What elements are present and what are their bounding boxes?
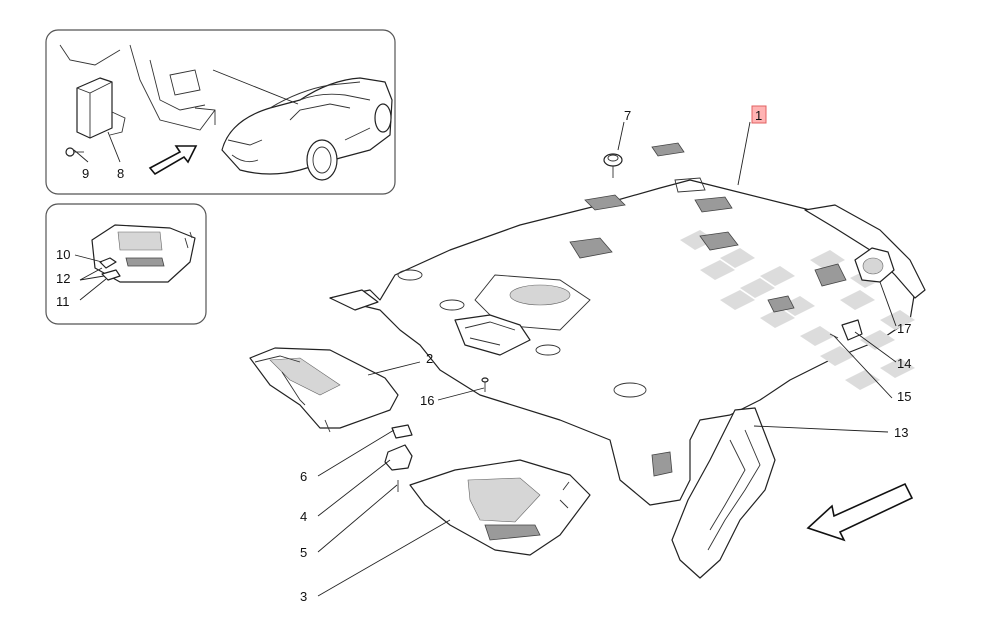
callout-3: 3 xyxy=(300,589,307,604)
headliner-shading xyxy=(680,230,915,390)
inset-direction-arrow xyxy=(148,145,198,176)
screw-16 xyxy=(481,377,489,392)
interior-light-17 xyxy=(854,247,895,283)
direction-arrow xyxy=(806,482,914,542)
pad-c xyxy=(569,237,613,259)
callout-17: 17 xyxy=(897,321,911,336)
callout-11: 11 xyxy=(56,294,70,309)
callout-8: 8 xyxy=(117,166,124,181)
sun-visor-3 xyxy=(409,459,591,556)
inset-car-control-unit: 9 8 xyxy=(45,29,396,195)
pad-a xyxy=(584,194,626,211)
pad-d xyxy=(699,231,739,251)
callout-10: 10 xyxy=(56,247,70,262)
callout-7: 7 xyxy=(624,108,631,123)
callout-16: 16 xyxy=(420,393,434,408)
callout-14: 14 xyxy=(897,356,911,371)
visor-hinge-4 xyxy=(384,444,413,471)
sun-visor-2 xyxy=(249,347,399,433)
callout-15: 15 xyxy=(897,389,911,404)
car-illustration xyxy=(221,77,393,181)
pad-g xyxy=(651,451,673,477)
console-opening xyxy=(454,274,591,356)
rear-trim-strip xyxy=(804,204,926,299)
callout-9: 9 xyxy=(82,166,89,181)
clip-7 xyxy=(603,153,623,178)
inset-visor-detail: 10 12 11 xyxy=(45,203,207,325)
pad-e xyxy=(814,263,847,287)
side-trim-panel-13 xyxy=(671,407,776,579)
hinge-cover-6 xyxy=(391,424,413,439)
control-unit-module xyxy=(76,77,126,139)
highlight-box-1 xyxy=(751,105,767,124)
leader-lines xyxy=(317,121,897,597)
callout-2: 2 xyxy=(426,351,433,366)
callout-1[interactable]: 1 xyxy=(755,108,762,123)
callout-5: 5 xyxy=(300,545,307,560)
callout-4: 4 xyxy=(300,509,307,524)
pad-f xyxy=(767,295,795,313)
loose-pad xyxy=(651,142,685,157)
callout-13: 13 xyxy=(894,425,908,440)
callout-6: 6 xyxy=(300,469,307,484)
callout-12: 12 xyxy=(56,271,70,286)
headliner-panel xyxy=(329,177,926,506)
bracket-14 xyxy=(841,319,863,341)
pad-b xyxy=(694,196,733,213)
